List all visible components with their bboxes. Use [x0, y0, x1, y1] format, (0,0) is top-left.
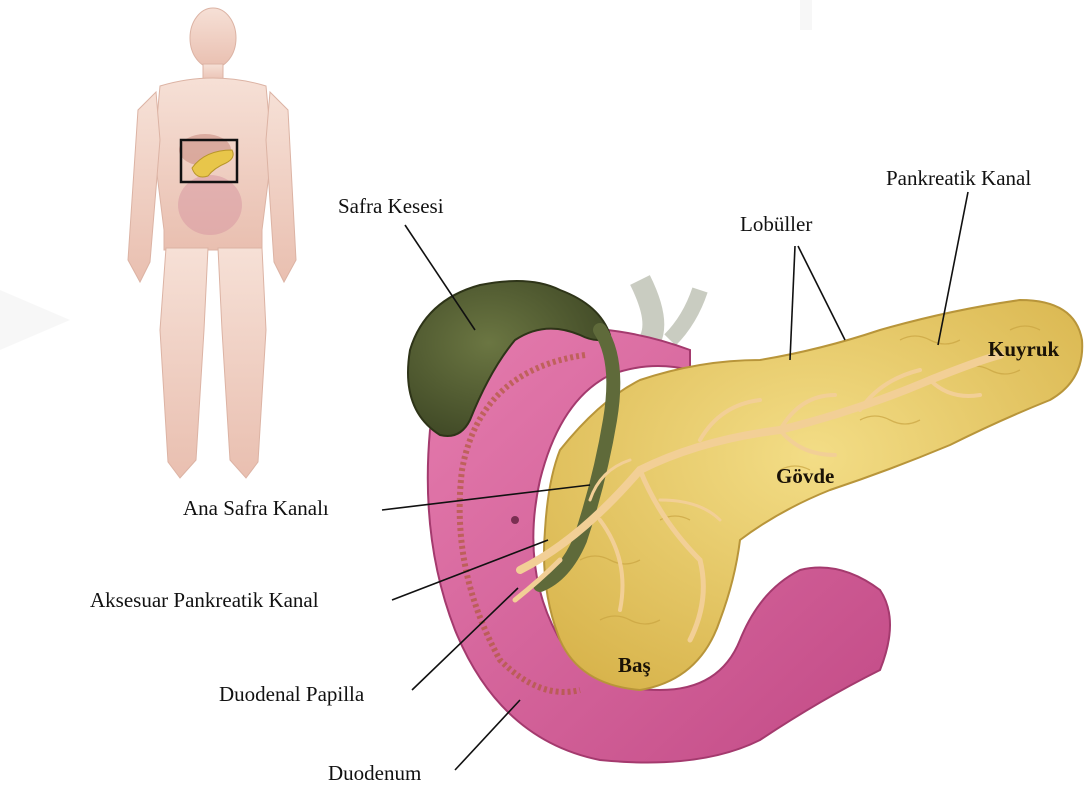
label-pancreatic-duct: Pankreatik Kanal — [886, 168, 1031, 189]
label-duodenum: Duodenum — [328, 763, 421, 784]
papilla-dot — [511, 516, 519, 524]
label-gallbladder: Safra Kesesi — [338, 196, 444, 217]
human-body-silhouette — [128, 8, 296, 478]
region-head: Baş — [618, 655, 651, 676]
label-papilla: Duodenal Papilla — [219, 684, 364, 705]
label-accessory-duct: Aksesuar Pankreatik Kanal — [90, 590, 319, 611]
region-body: Gövde — [776, 466, 834, 487]
vessels — [640, 280, 700, 340]
region-tail: Kuyruk — [988, 339, 1059, 360]
label-lobules: Lobüller — [740, 214, 812, 235]
label-common-bile-duct: Ana Safra Kanalı — [183, 498, 329, 519]
